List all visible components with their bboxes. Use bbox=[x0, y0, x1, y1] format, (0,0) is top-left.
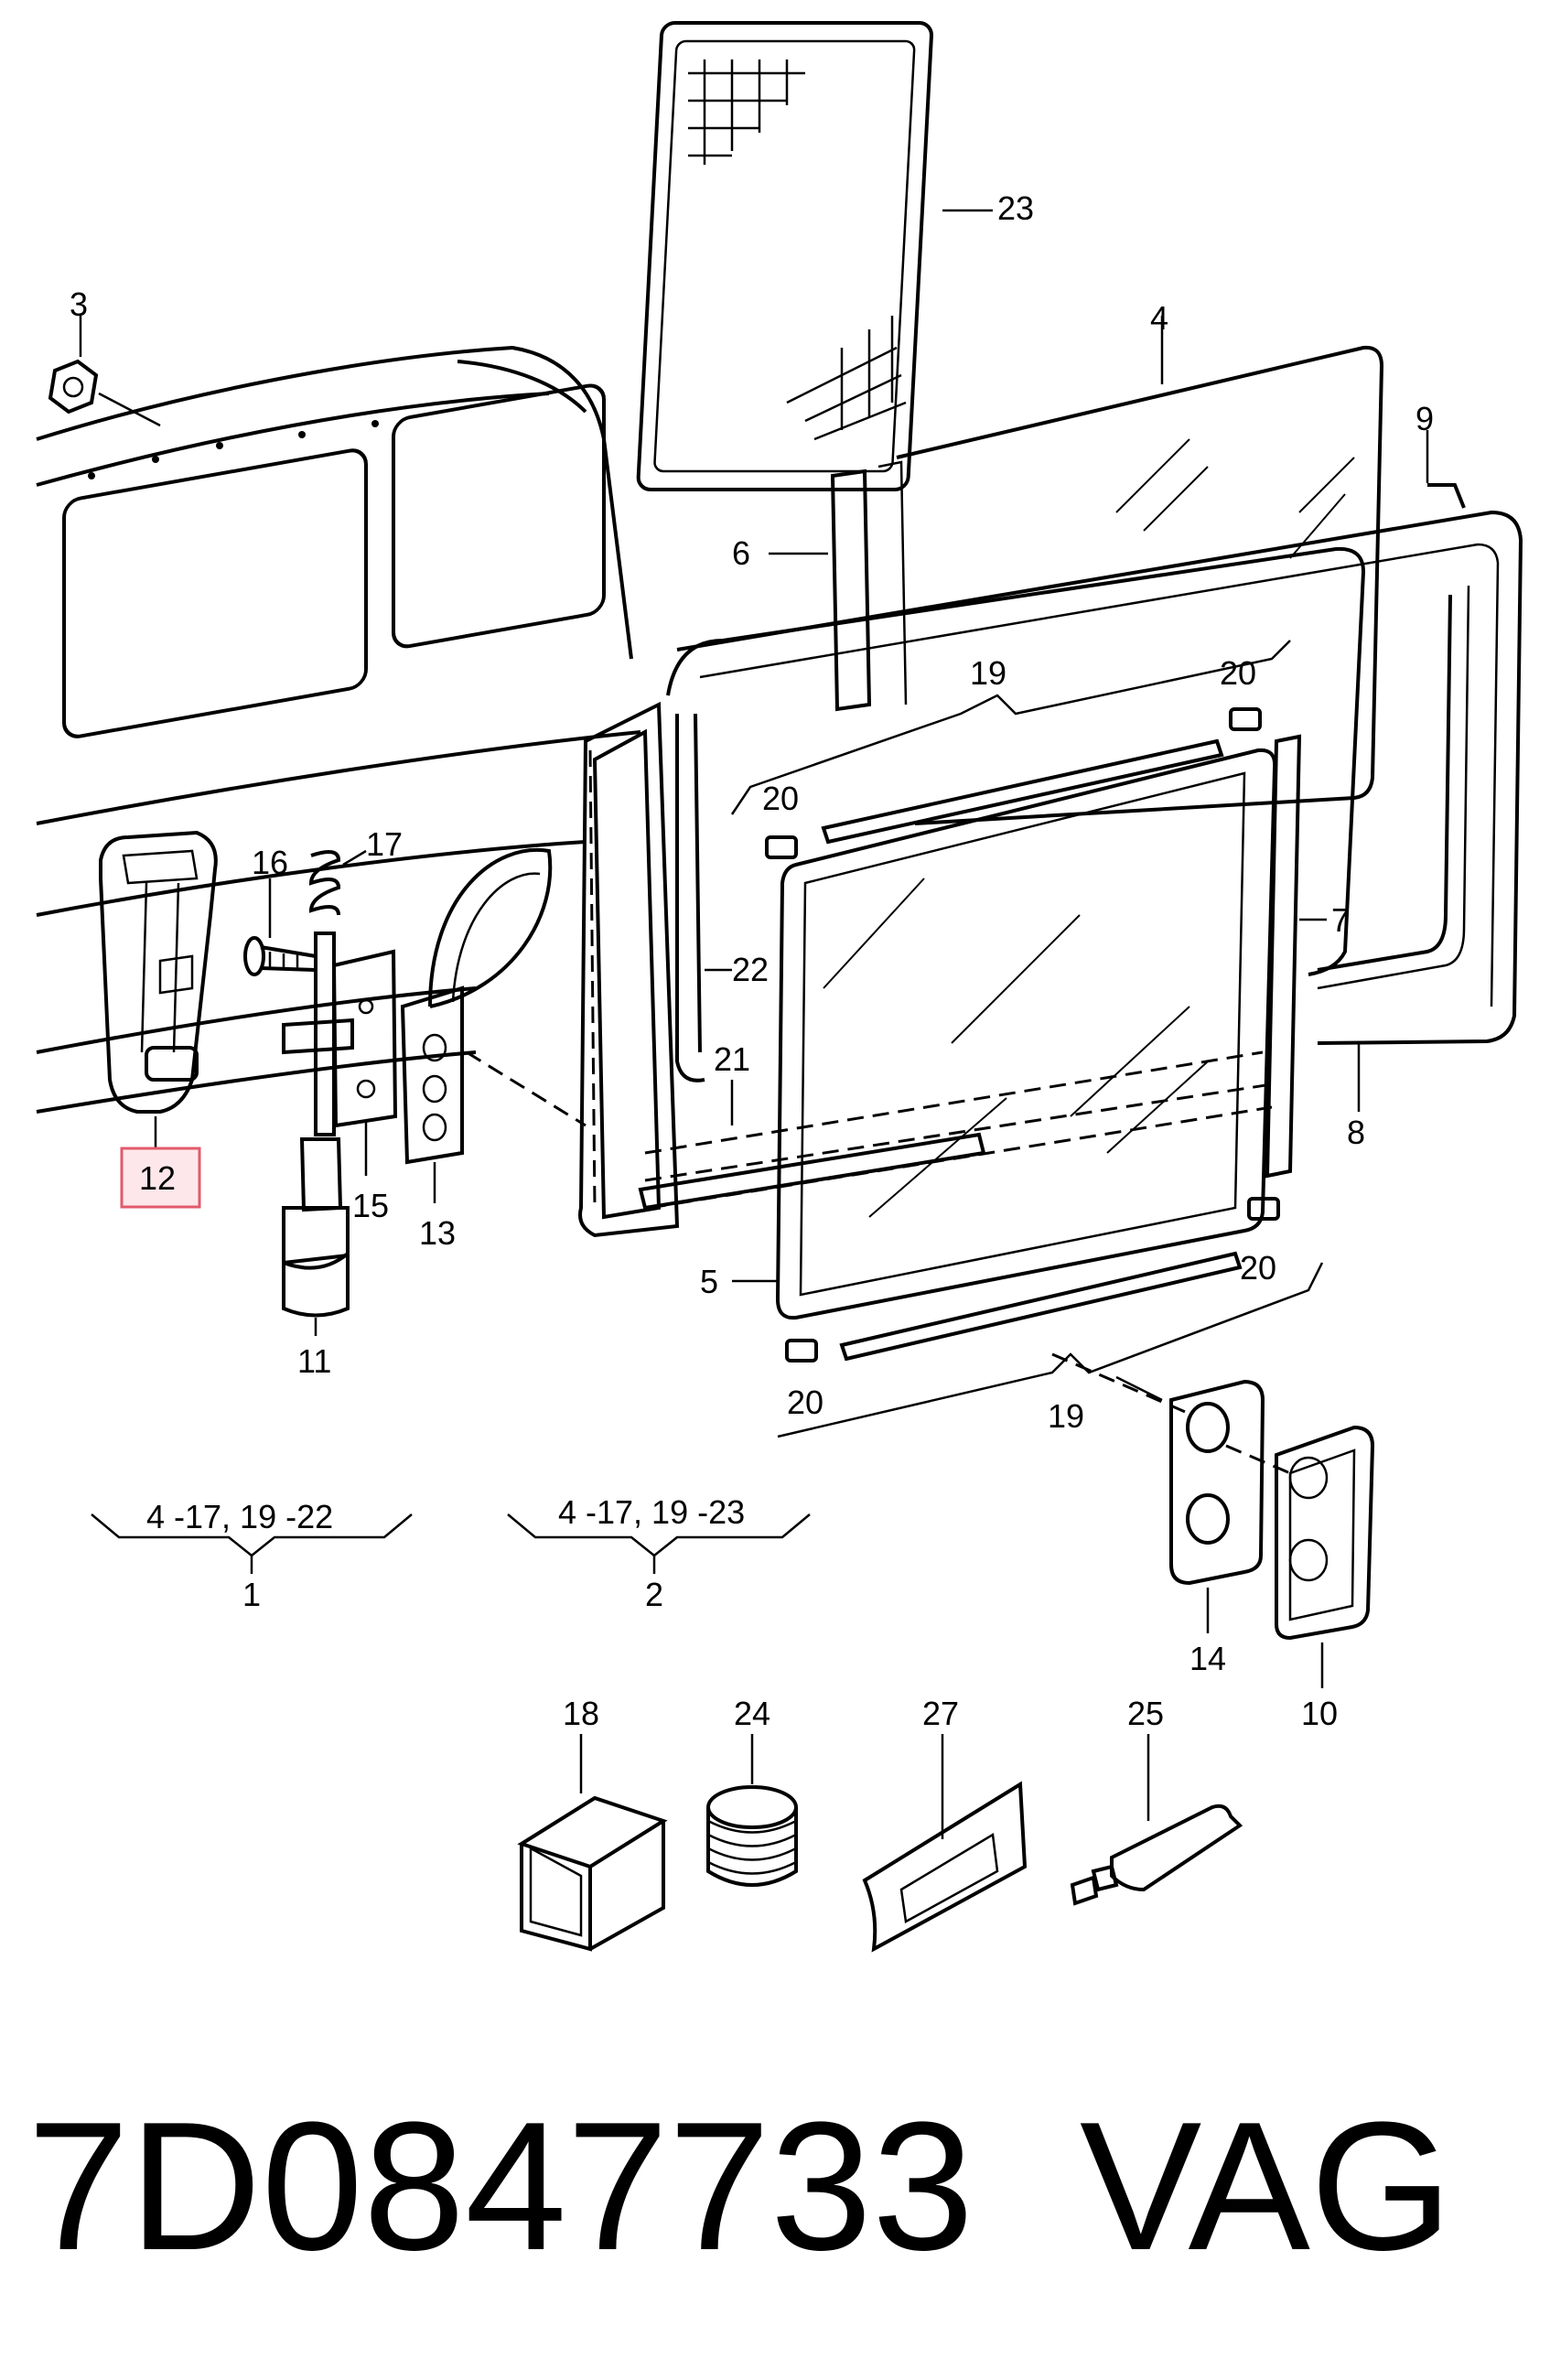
callout-24: 24 bbox=[734, 1695, 770, 1732]
callout-9: 9 bbox=[1415, 400, 1434, 437]
frame-part-8 bbox=[676, 430, 1523, 1112]
callout-10: 10 bbox=[1301, 1695, 1338, 1732]
nut-part-3 bbox=[48, 316, 161, 427]
callout-7: 7 bbox=[1331, 901, 1350, 939]
callout-20d: 20 bbox=[787, 1384, 823, 1421]
gasket-part-21-22 bbox=[578, 546, 1470, 1238]
callout-20b: 20 bbox=[762, 780, 799, 817]
part-info-footer: 7D0847733 VAG bbox=[27, 2077, 1528, 2297]
callout-15: 15 bbox=[352, 1187, 389, 1224]
part-number: 7D0847733 bbox=[27, 2084, 974, 2288]
callout-6: 6 bbox=[732, 534, 750, 572]
accessory-parts bbox=[517, 1734, 1243, 1953]
callout-labels: 3 23 4 9 6 19 20 20 17 16 7 22 21 8 12 1… bbox=[70, 189, 1434, 1732]
channel-part-6 bbox=[769, 460, 908, 712]
callout-20c: 20 bbox=[1240, 1249, 1276, 1287]
callout-19a: 19 bbox=[970, 654, 1006, 692]
van-body bbox=[36, 345, 641, 1114]
hinge-parts-11-17 bbox=[243, 849, 587, 1336]
callout-13: 13 bbox=[419, 1214, 456, 1252]
highlight-box-part-12 bbox=[120, 1147, 201, 1209]
callout-5: 5 bbox=[700, 1263, 718, 1300]
callout-14: 14 bbox=[1189, 1640, 1226, 1677]
callout-19b: 19 bbox=[1048, 1397, 1084, 1435]
rails-part-19-20 bbox=[638, 640, 1324, 1438]
callout-4: 4 bbox=[1150, 299, 1168, 337]
callout-17: 17 bbox=[366, 825, 403, 863]
sliding-glass-part-5 bbox=[644, 748, 1277, 1320]
group-1-range: 4 -17, 19 -22 bbox=[146, 1498, 333, 1535]
callout-23: 23 bbox=[997, 189, 1034, 227]
callout-11: 11 bbox=[297, 1342, 331, 1380]
callout-21: 21 bbox=[714, 1040, 750, 1078]
callout-2: 2 bbox=[645, 1576, 663, 1613]
group-2-range: 4 -17, 19 -23 bbox=[558, 1493, 745, 1531]
callout-12: 12 bbox=[139, 1159, 176, 1197]
callout-8: 8 bbox=[1347, 1114, 1365, 1151]
callout-1: 1 bbox=[242, 1576, 261, 1613]
plates-part-10-14 bbox=[1051, 1352, 1375, 1688]
brand-label: VAG bbox=[1080, 2084, 1453, 2288]
group-brackets bbox=[91, 1513, 811, 1574]
insect-screen-part-23 bbox=[636, 21, 993, 491]
latch-housing-part-12 bbox=[99, 830, 218, 1148]
callout-27: 27 bbox=[922, 1695, 959, 1732]
callout-20a: 20 bbox=[1220, 654, 1256, 692]
callout-25: 25 bbox=[1127, 1695, 1164, 1732]
callout-22: 22 bbox=[732, 951, 769, 988]
glass-pane-part-4 bbox=[896, 316, 1384, 825]
callout-3: 3 bbox=[70, 285, 88, 323]
callout-18: 18 bbox=[563, 1695, 599, 1732]
callout-16: 16 bbox=[252, 844, 288, 881]
